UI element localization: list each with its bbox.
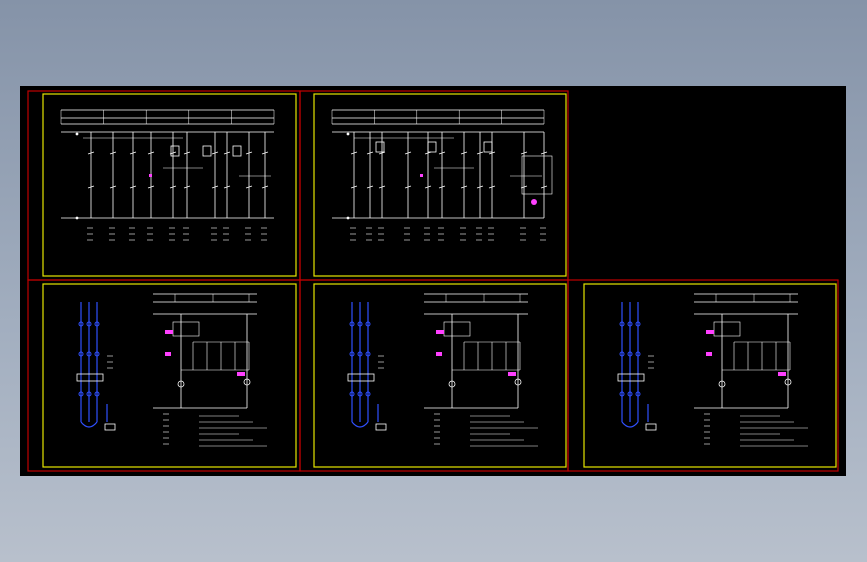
drawing-cell-frame (27, 90, 301, 281)
sheet-4 (347, 293, 538, 447)
sheet-2 (331, 109, 553, 241)
sheet-border (313, 283, 567, 468)
sheet-border (42, 283, 297, 468)
sheet-5 (617, 293, 808, 447)
sheet-3 (76, 293, 267, 447)
sheet-1 (60, 109, 275, 241)
drawing-cell-frame (299, 90, 569, 281)
sheet-border (313, 93, 567, 277)
drawing-cell-frame (27, 279, 301, 472)
drawing-cell-frame (299, 279, 569, 472)
cad-drawing-viewport[interactable] (20, 86, 846, 476)
drawing-cell-frame (567, 279, 839, 472)
sheet-border (583, 283, 837, 468)
sheet-border (42, 93, 297, 277)
cad-drawing-canvas (27, 90, 839, 472)
